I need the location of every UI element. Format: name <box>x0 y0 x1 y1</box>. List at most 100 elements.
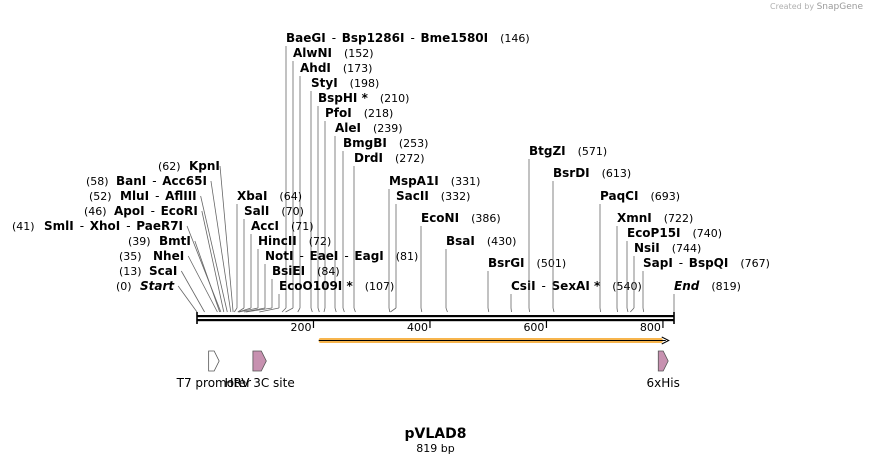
site-bsiei: BsiEI(84) <box>245 264 340 313</box>
site-separator: - <box>300 249 304 263</box>
site-separator: - <box>151 204 155 218</box>
credit-prefix: Created by <box>770 2 815 11</box>
site-leader-tail <box>528 307 530 313</box>
site-position: (62) <box>158 160 181 173</box>
ruler-label-200: 200 <box>290 321 311 334</box>
enzyme-name: NotI <box>265 249 294 263</box>
site-separator: - <box>542 279 546 293</box>
site-separator: - <box>332 31 336 45</box>
site-position: (430) <box>487 235 517 248</box>
feature-arrow <box>208 350 220 372</box>
site-sali: SalI (70) <box>237 204 304 313</box>
site-styi: StyI(198) <box>310 76 379 313</box>
site-acci: AccI(71) <box>238 219 314 313</box>
enzyme-name: ApoI <box>114 204 145 218</box>
enzyme-name: XmnI <box>617 211 652 225</box>
site-position: (613) <box>602 167 632 180</box>
site-leader-tail <box>388 307 391 313</box>
site-leader-tail <box>297 307 301 313</box>
site-leader-tail <box>334 307 337 313</box>
enzyme-name: AflIII <box>165 189 197 203</box>
site-position: (218) <box>364 107 394 120</box>
feature-arrow <box>252 350 267 372</box>
site-position: (0) <box>116 280 132 293</box>
site-position: (272) <box>395 152 425 165</box>
enzyme-name: EcoRI <box>161 204 198 218</box>
site-bsrgi: BsrGI(501) <box>487 256 567 313</box>
site-leader-tail <box>616 307 618 313</box>
site-leader-tail <box>353 307 356 313</box>
site-separator: - <box>126 219 130 233</box>
site-leader-tail <box>420 307 423 313</box>
enzyme-name: PaqCI <box>600 189 638 203</box>
site-ahdi: AhdI(173) <box>297 61 372 313</box>
site-leader-tail <box>259 307 280 313</box>
enzyme-name: HincII <box>258 234 297 248</box>
site-position: (740) <box>693 227 723 240</box>
enzyme-name: AhdI <box>300 61 331 75</box>
site-leader-tail <box>445 307 448 313</box>
feature-label: HRV 3C site <box>224 376 294 390</box>
enzyme-name: SalI <box>244 204 269 218</box>
site-alei: AleI(239) <box>334 121 403 313</box>
site-leader <box>180 270 205 313</box>
site-position: (210) <box>380 92 410 105</box>
enzyme-name: XhoI <box>90 219 121 233</box>
site-start: (0)Start <box>116 279 198 313</box>
enzyme-name: Bsp1286I <box>342 31 405 45</box>
enzyme-name: EaeI <box>310 249 339 263</box>
site-leader-tail <box>237 307 245 313</box>
feature-hrv-3c-site: HRV 3C site <box>224 350 295 390</box>
enzyme-name: SmlI <box>44 219 74 233</box>
site-pfoi: PfoI(218) <box>323 106 394 313</box>
site-xbai: XbaI(64) <box>233 189 302 313</box>
site-ecop15i: EcoP15I (740) <box>626 226 723 313</box>
enzyme-name: Bme1580I <box>420 31 488 45</box>
enzyme-name: BmtI <box>159 234 191 248</box>
enzyme-name: EagI <box>354 249 383 263</box>
snapgene-logo: SnapGene <box>816 2 863 12</box>
enzyme-name: End <box>674 279 700 293</box>
feature-label: 6xHis <box>647 376 680 390</box>
site-position: (70) <box>281 205 304 218</box>
plasmid-name: pVLAD8 <box>404 426 467 442</box>
site-xmni: XmnI(722) <box>616 211 693 313</box>
enzyme-name: EcoO109I * <box>279 279 353 293</box>
site-position: (744) <box>672 242 702 255</box>
site-mspa1i: MspA1I (331) <box>388 174 481 313</box>
site-scai: (13)ScaI <box>119 264 205 313</box>
site-leader-tail <box>626 307 629 313</box>
site-leader-tail <box>281 307 287 313</box>
enzyme-name: EcoP15I <box>627 226 681 240</box>
site-leader <box>186 225 222 313</box>
site-position: (35) <box>119 250 142 263</box>
enzyme-name: BtgZI <box>529 144 566 158</box>
site-separator: - <box>410 31 414 45</box>
site-separator: - <box>344 249 348 263</box>
site-leader-tail <box>552 307 555 313</box>
ruler-label-400: 400 <box>407 321 428 334</box>
enzyme-name: SapI <box>643 256 673 270</box>
site-position: (331) <box>451 175 481 188</box>
site-position: (501) <box>537 257 567 270</box>
feature-t7-promoter: T7 promoter <box>176 350 251 390</box>
feature-arrow <box>657 350 669 372</box>
enzyme-name: AleI <box>335 121 361 135</box>
site-ecoo109i: EcoO109I *(107) <box>259 279 394 313</box>
site-position: (84) <box>317 265 340 278</box>
dna-strand-bottom <box>197 319 674 322</box>
enzyme-name: DrdI <box>354 151 383 165</box>
enzyme-name: MspA1I <box>389 174 439 188</box>
site-csii-sexai: CsiI-SexAI *(540) <box>510 279 642 313</box>
enzyme-name: BspHI * <box>318 91 369 105</box>
ruler-label-800: 800 <box>640 321 661 334</box>
site-position: (52) <box>89 190 112 203</box>
enzyme-name: CsiI <box>511 279 536 293</box>
site-position: (253) <box>399 137 429 150</box>
enzyme-name: NheI <box>153 249 184 263</box>
enzyme-name: NsiI <box>634 241 660 255</box>
site-position: (767) <box>740 257 770 270</box>
site-position: (693) <box>650 190 680 203</box>
site-leader-tail <box>245 307 273 313</box>
enzyme-name: PaeR7I <box>136 219 183 233</box>
